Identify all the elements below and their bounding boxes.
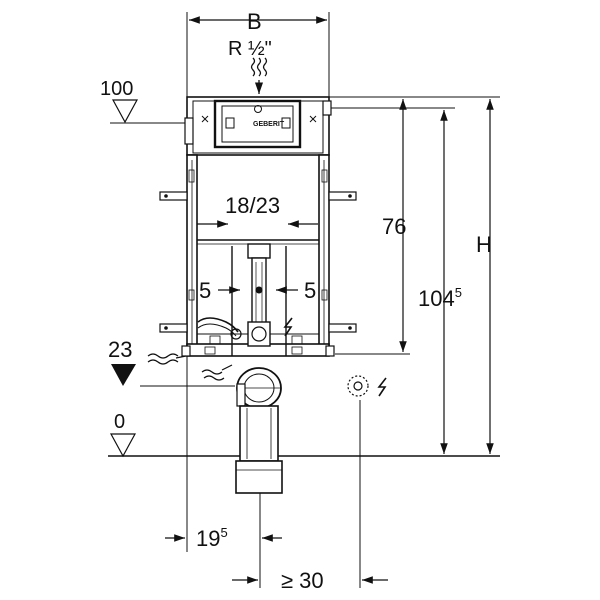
flush-opening [213,99,302,149]
level-23-label: 23 [108,337,132,362]
water-wave-icon [147,353,233,381]
level-23-marker [111,364,136,386]
dim-1045-main: 104 [418,286,455,311]
dim-18-23-label: 18/23 [225,193,280,218]
dim-h-label: H [476,232,492,257]
dim-1045-sup: 5 [455,285,462,300]
dim-76-label: 76 [382,214,406,239]
level-0-marker [109,433,137,458]
power-connection-icon [283,317,293,337]
dim-5-right-label: 5 [304,278,316,303]
drain-pipe [235,367,283,494]
dim-b-label: B [247,9,262,34]
dim-5-left-label: 5 [199,278,211,303]
brand-label: GEBERIT [253,121,285,128]
dim-195-sup: 5 [220,525,227,540]
level-100-marker [110,99,140,124]
dimension-lines [165,16,494,584]
electrical-socket-icon [347,375,387,397]
dim-min30-label: ≥ 30 [281,568,324,593]
center-point [255,286,263,294]
thread-label: R ½" [228,38,272,60]
water-supply-arrow [250,57,268,94]
installation-frame [159,96,357,357]
dim-195-label: 195 [196,525,228,551]
level-0-label: 0 [114,411,125,433]
level-100-label: 100 [100,78,133,100]
dim-195-main: 19 [196,526,220,551]
dim-1045-label: 1045 [418,285,462,311]
